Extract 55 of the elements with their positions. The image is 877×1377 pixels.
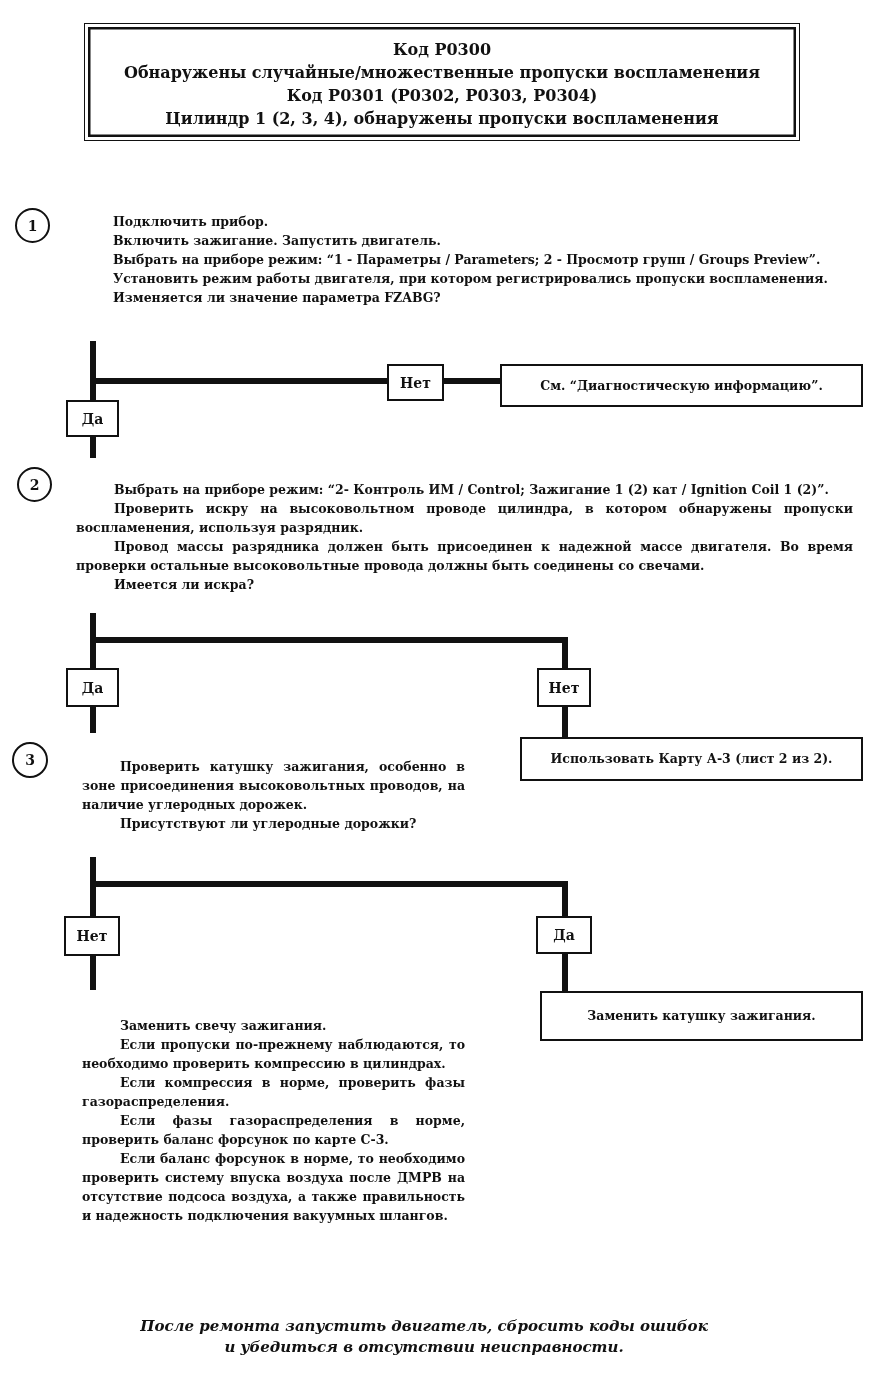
title-frame [84, 23, 800, 141]
process-box [500, 364, 863, 407]
answer-tag [64, 916, 120, 956]
instruction-text: Выбрать на приборе режим: “1 - Параметры / Parameters; 2 - Просмотр групп / Groups Preview”. [112, 251, 822, 269]
answer-tag [66, 400, 119, 437]
instruction-text: Имеется ли искра? [113, 576, 256, 594]
instruction-text: Если баланс форсунок в норме, то необходимо проверить систему впуска воздуха после ДМРВ на отсутствие подсоса воздуха, а также правильность и надежность подключения вакуумных шлангов. [82, 1150, 465, 1225]
answer-label: Да [81, 679, 104, 696]
instruction-text: Включить зажигание. Запустить двигатель. [112, 232, 442, 250]
connector-line [90, 956, 96, 990]
instruction-text: Изменяется ли значение параметра FZABG? [112, 289, 442, 307]
instruction-text: Присутствуют ли углеродные дорожки? [119, 815, 418, 833]
heading-text: Код P0301 (P0302, P0303, P0304) [285, 85, 599, 107]
connector-line [90, 857, 568, 916]
heading-text: Цилиндр 1 (2, 3, 4), обнаружены пропуски воспламенения [164, 108, 720, 130]
instruction-text: Использовать Карту А-3 (лист 2 из 2). [550, 750, 833, 768]
step-circle [15, 208, 50, 243]
answer-label: Да [81, 410, 104, 427]
connector-line [90, 613, 568, 668]
answer-tag [66, 668, 119, 707]
answer-label: Да [553, 927, 575, 943]
instruction-text: Установить режим работы двигателя, при котором регистрировались пропуски воспламенения. [112, 270, 829, 288]
connector-line [90, 341, 387, 384]
instruction-text: Заменить катушку зажигания. [587, 1007, 816, 1025]
step-number: 3 [25, 752, 35, 768]
connector-line [562, 707, 568, 737]
heading-text: Код P0300 [392, 39, 492, 61]
instruction-text: Если компрессия в норме, проверить фазы газораспределения. [82, 1074, 465, 1111]
step-circle [17, 467, 52, 502]
instruction-text: Заменить свечу зажигания. [119, 1017, 328, 1035]
step-number: 1 [27, 217, 38, 234]
process-box [540, 991, 863, 1041]
instruction-text: Выбрать на приборе режим: “2- Контроль ИМ / Control; Зажигание 1 (2) кат / Ignition Coil 1 (2)”. [113, 481, 830, 499]
connector-line [562, 954, 568, 991]
answer-label: Нет [400, 374, 431, 391]
instruction-text: Проверить искру на высоковольтном проводе цилиндра, в котором обнаружены пропуски воспламенения, используя разрядник. [76, 500, 853, 537]
step-number: 2 [29, 476, 40, 493]
step-circle [12, 742, 48, 778]
instruction-text: Если фазы газораспределения в норме, проверить баланс форсунок по карте С-3. [82, 1112, 465, 1149]
instruction-text: Подключить прибор. [112, 213, 270, 231]
answer-tag [537, 668, 591, 707]
instruction-text: Провод массы разрядника должен быть присоединен к надежной массе двигателя. Во время проверки остальные высоковольтные провода должны быть соединены со свечами. [76, 538, 853, 575]
connector-line [90, 707, 96, 733]
footnote-text: После ремонта запустить двигатель, сбросить коды ошибок и убедиться в отсутствии неисправности. [139, 1316, 709, 1358]
answer-label: Нет [76, 928, 108, 944]
connector-line [444, 378, 500, 384]
connector-line [90, 437, 96, 458]
answer-label: Нет [548, 679, 580, 696]
answer-tag [536, 916, 592, 954]
process-box [520, 737, 863, 781]
answer-tag [387, 364, 444, 401]
heading-text: Обнаружены случайные/множественные пропуски воспламенения [122, 62, 762, 84]
instruction-text: Проверить катушку зажигания, особенно в зоне присоединения высоковольтных проводов, на наличие углеродных дорожек. [82, 758, 465, 814]
instruction-text: Если пропуски по-прежнему наблюдаются, то необходимо проверить компрессию в цилиндрах. [82, 1036, 465, 1073]
instruction-text: См. “Диагностическую информацию”. [540, 376, 823, 395]
